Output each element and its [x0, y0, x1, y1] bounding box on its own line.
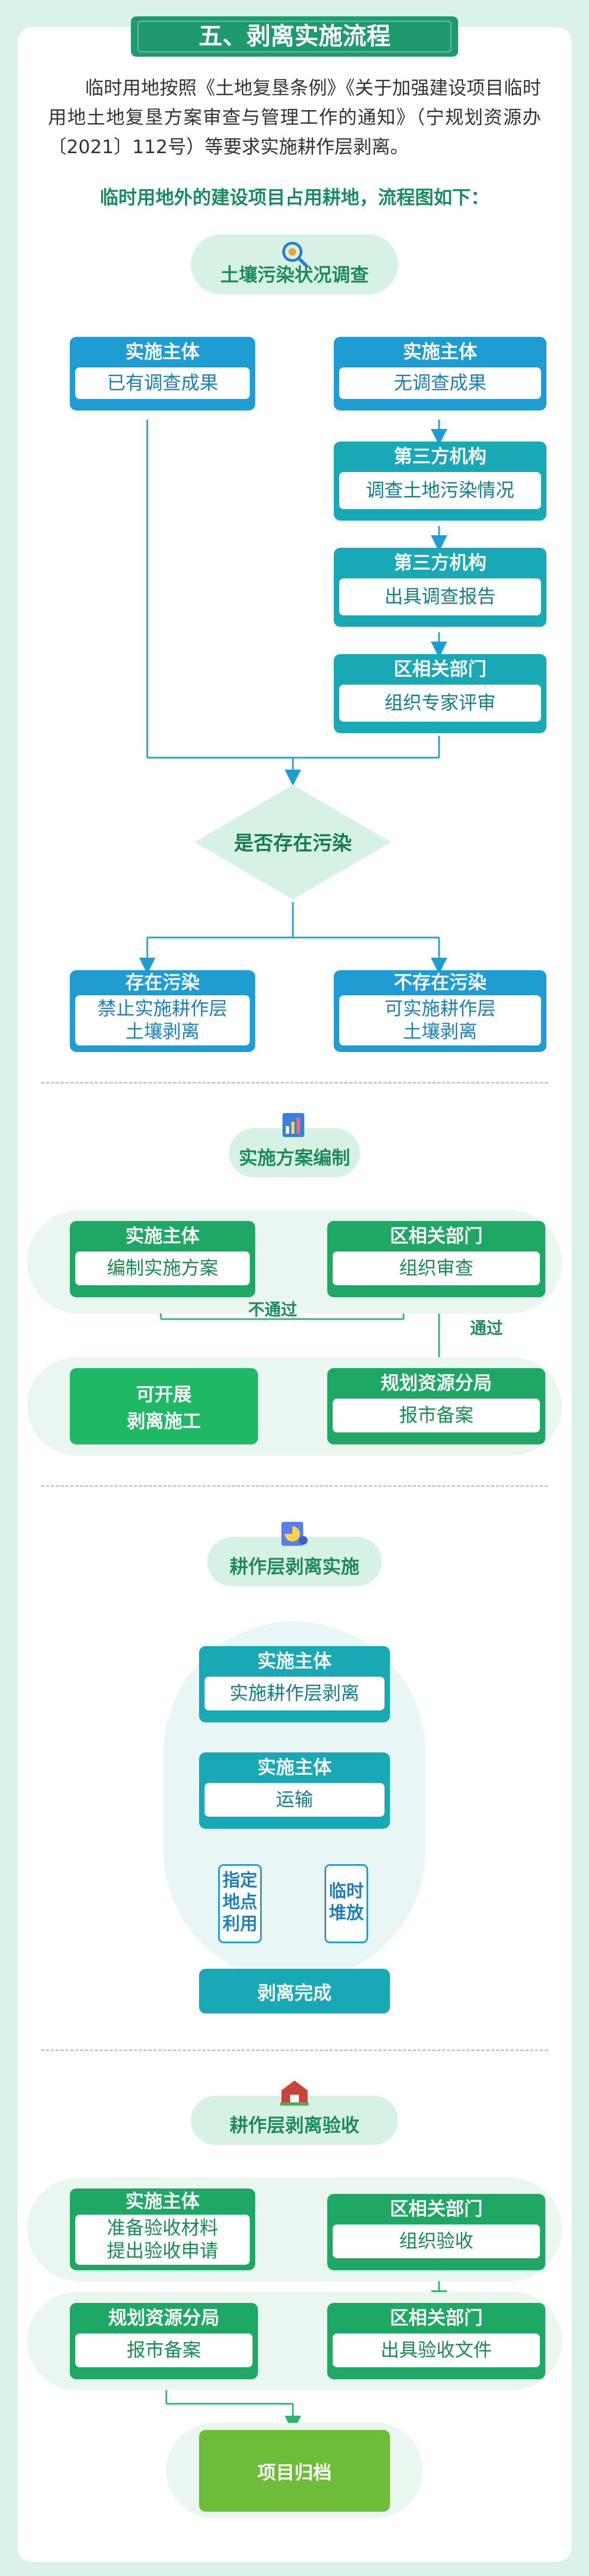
- box-head: 实施主体: [125, 1225, 200, 1247]
- box-head: 区相关部门: [390, 2307, 483, 2329]
- box-bureau-record-2: 规划资源分局 报市备案: [70, 2303, 258, 2379]
- box-head: 规划资源分局: [381, 1372, 492, 1394]
- option-char: 利用: [222, 1913, 257, 1934]
- pill-label: 耕作层剥离实施: [230, 1556, 359, 1578]
- box-body: 组织专家评审: [339, 685, 541, 722]
- box-body: 已有调查成果: [75, 367, 250, 399]
- option-char: 临时: [328, 1880, 364, 1901]
- box-head: 实施主体: [257, 1650, 332, 1672]
- flow-subheading: 临时用地外的建设项目占用耕地，流程图如下：: [100, 187, 489, 209]
- box-subject-prepare-acceptance: 实施主体 准备验收材料 提出验收申请: [70, 2188, 255, 2270]
- box-head: 第三方机构: [394, 446, 486, 468]
- box-head: 实施主体: [125, 341, 200, 363]
- box-third-party-report: 第三方机构 出具调查报告: [334, 548, 546, 627]
- farm-barn-icon: [280, 2081, 309, 2106]
- box-body: 运输: [205, 1783, 384, 1817]
- box-body: 实施耕作层剥离: [205, 1677, 384, 1710]
- solid-line: 剥离施工: [127, 1411, 201, 1432]
- box-head: 不存在污染: [394, 972, 486, 994]
- box-body: 无调查成果: [339, 367, 541, 399]
- reject-label: 不通过: [248, 1301, 297, 1320]
- box-head: 区相关部门: [390, 1225, 483, 1247]
- box-body: 准备验收材料 提出验收申请: [75, 2215, 250, 2265]
- option-char: 指定: [222, 1870, 257, 1890]
- pill-acceptance: 耕作层剥离验收: [191, 2081, 398, 2145]
- pill-label: 耕作层剥离验收: [230, 2115, 359, 2137]
- section-divider: [41, 1485, 548, 1487]
- solid-line: 剥离完成: [257, 1982, 332, 2004]
- pill-label: 实施方案编制: [239, 1147, 350, 1169]
- box-line: 提出验收申请: [107, 2240, 218, 2262]
- option-designated-use: 指定 地点 利用: [218, 1864, 262, 1943]
- box-subject-no-results: 实施主体 无调查成果: [334, 337, 546, 410]
- box-body: 报市备案: [75, 2333, 253, 2367]
- box-line: 准备验收材料: [107, 2217, 218, 2239]
- box-subject-plan: 实施主体 编制实施方案: [70, 1221, 255, 1297]
- box-stripping-complete: 剥离完成: [199, 1969, 390, 2013]
- box-district-expert-review: 区相关部门 组织专家评审: [334, 654, 546, 733]
- box-head: 规划资源分局: [108, 2307, 220, 2329]
- box-project-archive: 项目归档: [199, 2430, 390, 2512]
- option-char: 堆放: [328, 1902, 364, 1923]
- section-divider: [41, 1082, 548, 1084]
- solid-line: 可开展: [136, 1384, 192, 1406]
- box-district-issue-docs: 区相关部门 出具验收文件: [327, 2303, 545, 2379]
- box-head: 实施主体: [403, 341, 477, 363]
- solid-line: 项目归档: [257, 2462, 332, 2484]
- box-subject-stripping: 实施主体 实施耕作层剥离: [199, 1646, 390, 1722]
- magnifier-gear-icon: [282, 241, 308, 268]
- box-body: 禁止实施耕作层 土壤剥离: [75, 995, 250, 1045]
- pill-label: 土壤污染状况调查: [220, 264, 369, 286]
- box-body: 组织审查: [333, 1251, 540, 1285]
- pill-stripping: 耕作层剥离实施: [207, 1522, 382, 1586]
- outcome-line: 土壤剥离: [125, 1021, 200, 1043]
- box-body: 出具验收文件: [333, 2333, 540, 2367]
- outcome-polluted: 存在污染 禁止实施耕作层 土壤剥离: [70, 970, 255, 1052]
- box-body: 组织验收: [333, 2224, 540, 2258]
- page-title: 五、剥离实施流程: [131, 16, 458, 57]
- box-body: 编制实施方案: [75, 1251, 250, 1285]
- section-divider: [41, 2049, 548, 2051]
- bar-chart-document-icon: [283, 1113, 304, 1137]
- intro-paragraph: 临时用地按照《土地复垦条例》《关于加强建设项目临时用地土地复垦方案审查与管理工作…: [48, 77, 541, 158]
- pill-soil-survey: 土壤污染状况调查: [191, 234, 398, 294]
- box-district-review: 区相关部门 组织审查: [327, 1221, 545, 1297]
- box-bureau-record: 规划资源分局 报市备案: [327, 1368, 545, 1444]
- outcome-line: 可实施耕作层: [384, 998, 496, 1020]
- option-temporary-storage: 临时 堆放: [324, 1864, 368, 1943]
- option-char: 地点: [222, 1891, 257, 1912]
- box-head: 区相关部门: [390, 2198, 483, 2220]
- box-head: 实施主体: [125, 2191, 200, 2212]
- box-subject-has-results: 实施主体 已有调查成果: [70, 337, 255, 410]
- decision-label: 是否存在污染: [233, 832, 352, 855]
- box-head: 第三方机构: [394, 552, 486, 574]
- box-body: 出具调查报告: [339, 578, 541, 615]
- outcome-line: 土壤剥离: [403, 1021, 477, 1043]
- pie-chart-gear-icon: [281, 1522, 308, 1546]
- box-body: 调查土地污染情况: [339, 472, 541, 509]
- decision-diamond: [195, 785, 391, 899]
- box-third-party-survey: 第三方机构 调查土地污染情况: [334, 442, 546, 521]
- pill-plan-drafting: 实施方案编制: [229, 1113, 360, 1177]
- box-subject-transport: 实施主体 运输: [199, 1752, 390, 1829]
- box-head: 存在污染: [125, 972, 200, 994]
- box-body: 可实施耕作层 土壤剥离: [339, 995, 541, 1045]
- box-can-start-construction: 可开展 剥离施工: [70, 1368, 258, 1444]
- outcome-not-polluted: 不存在污染 可实施耕作层 土壤剥离: [334, 970, 546, 1052]
- pass-label: 通过: [470, 1319, 503, 1338]
- box-district-acceptance: 区相关部门 组织验收: [327, 2194, 545, 2270]
- box-head: 区相关部门: [394, 658, 486, 680]
- outcome-line: 禁止实施耕作层: [98, 998, 227, 1020]
- box-body: 报市备案: [333, 1399, 540, 1432]
- box-head: 实施主体: [257, 1757, 332, 1779]
